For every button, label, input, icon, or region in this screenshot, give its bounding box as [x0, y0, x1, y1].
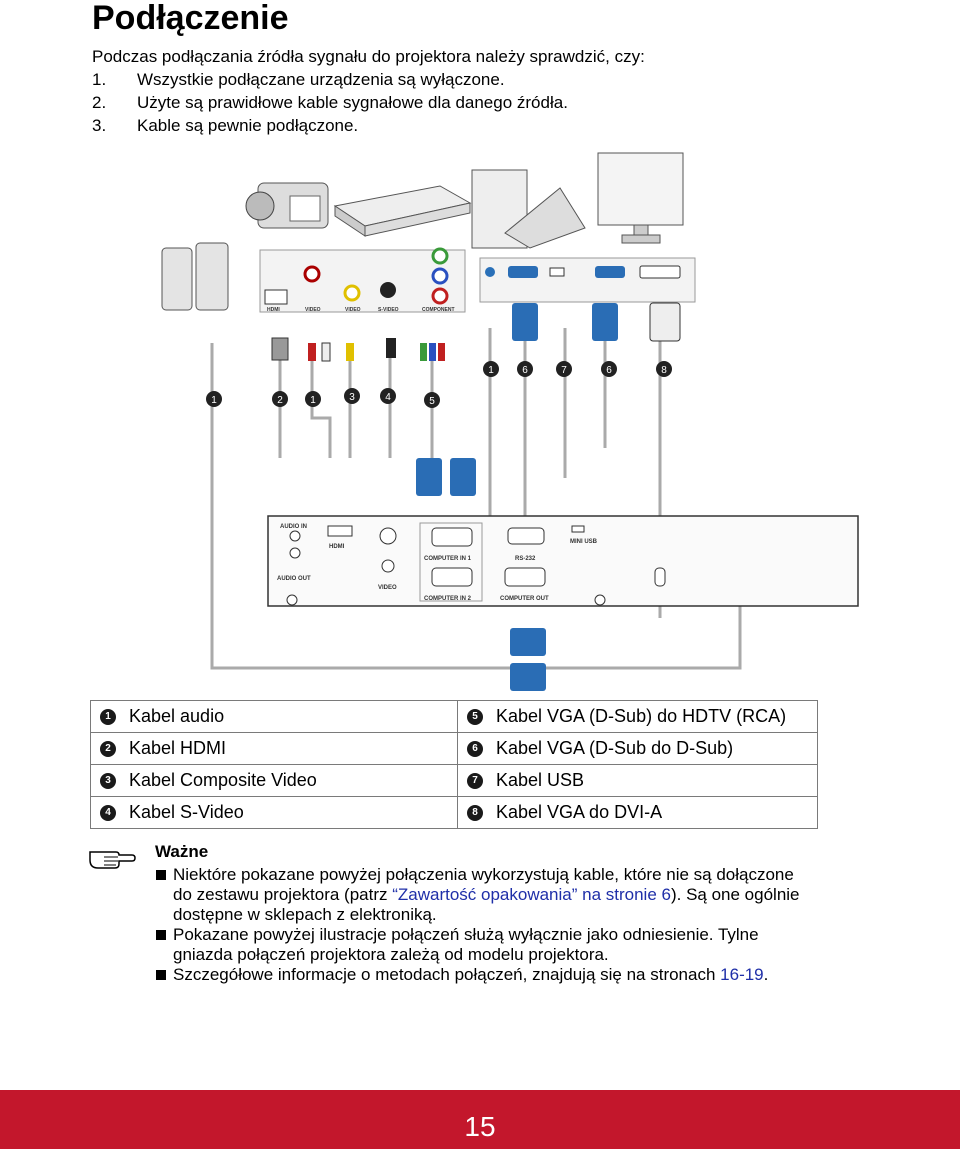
connection-diagram: HDMI VIDEO VIDEO S-VIDEO COMPONENT: [161, 152, 859, 691]
svg-text:7: 7: [561, 365, 567, 376]
svg-text:1: 1: [310, 395, 316, 406]
svg-text:4: 4: [385, 392, 391, 403]
callout-1c: 1: [483, 361, 499, 377]
pointing-hand-icon: [89, 851, 136, 869]
list-item: Niektóre pokazane powyżej połączenia wyk…: [155, 865, 815, 925]
callout-6a: 6: [517, 361, 533, 377]
port-hdmi-label: HDMI: [329, 544, 345, 550]
port-audio-out-label: AUDIO OUT: [277, 576, 311, 582]
desktop-computer-icon: [471, 169, 586, 249]
port-video-label: VIDEO: [378, 585, 397, 591]
svg-text:1: 1: [211, 395, 217, 406]
bullet-square-icon: [156, 970, 166, 980]
port-computer-in-2-label: COMPUTER IN 2: [424, 596, 472, 602]
bullet-square-icon: [156, 930, 166, 940]
source-port-component: COMPONENT: [422, 307, 455, 313]
note-list: Niektóre pokazane powyżej połączenia wyk…: [155, 865, 815, 985]
svg-text:8: 8: [661, 365, 667, 376]
legend-cable-name: Kabel HDMI: [129, 738, 227, 758]
callout-1a: 1: [206, 391, 222, 407]
step-item: 2.Użyte są prawidłowe kable sygnałowe dl…: [92, 93, 568, 112]
legend-cable-name: Kabel VGA do DVI-A: [496, 802, 663, 822]
legend-cable-name: Kabel S-Video: [129, 802, 244, 822]
camcorder-icon: [245, 182, 329, 229]
svg-text:3: 3: [349, 392, 355, 403]
speakers-icon: [161, 242, 229, 311]
port-audio-in-label: AUDIO IN: [280, 524, 307, 530]
callout-markers: 1 2 1 3 4 5 1 6 7 6 8: [206, 361, 672, 408]
svg-text:6: 6: [522, 365, 528, 376]
monitor-icon: [597, 152, 684, 244]
computer-ports-panel: [479, 257, 696, 303]
legend-cable-name: Kabel audio: [129, 706, 225, 726]
dvd-player-icon: [333, 185, 472, 237]
steps-list: 1.Wszystkie podłączane urządzenia są wył…: [92, 68, 645, 137]
source-port-video-1: VIDEO: [305, 307, 321, 313]
step-item: 1.Wszystkie podłączane urządzenia są wył…: [92, 70, 505, 89]
package-contents-link[interactable]: “Zawartość opakowania” na stronie 6: [392, 885, 671, 904]
intro-text: Podczas podłączania źródła sygnału do pr…: [92, 47, 645, 66]
callout-6b: 6: [601, 361, 617, 377]
svg-text:1: 1: [488, 365, 494, 376]
legend-cable-name: Kabel Composite Video: [129, 770, 317, 790]
pages-link[interactable]: 16-19: [720, 965, 764, 984]
projector-rear-panel: AUDIO IN AUDIO OUT HDMI VIDEO COMPUTER I…: [267, 515, 859, 607]
legend-cable-name: Kabel VGA (D-Sub) do HDTV (RCA): [496, 706, 787, 726]
cable-lines: [210, 328, 742, 670]
note-title: Ważne: [155, 842, 209, 861]
port-computer-in-1-label: COMPUTER IN 1: [424, 556, 472, 562]
svg-text:5: 5: [429, 396, 435, 407]
bullet-square-icon: [156, 870, 166, 880]
callout-2: 2: [272, 391, 288, 407]
callout-4: 4: [380, 388, 396, 404]
port-rs232-label: RS-232: [515, 556, 536, 562]
legend-cable-name: Kabel VGA (D-Sub do D-Sub): [496, 738, 734, 758]
callout-3: 3: [344, 388, 360, 404]
page-number: 15: [464, 1111, 496, 1142]
source-ports-panel: HDMI VIDEO VIDEO S-VIDEO COMPONENT: [259, 247, 466, 313]
svg-text:2: 2: [277, 395, 283, 406]
port-mini-usb-label: MINI USB: [570, 539, 598, 545]
source-port-video-2: VIDEO: [345, 307, 361, 313]
callout-8: 8: [656, 361, 672, 377]
step-item: 3.Kable są pewnie podłączone.: [92, 116, 359, 135]
callout-1b: 1: [305, 391, 321, 407]
callout-5: 5: [424, 392, 440, 408]
port-computer-out-label: COMPUTER OUT: [500, 596, 549, 602]
cable-plugs: [271, 302, 681, 691]
callout-7: 7: [556, 361, 572, 377]
intro-section: Podczas podłączania źródła sygnału do pr…: [92, 45, 645, 137]
source-port-hdmi: HDMI: [267, 307, 280, 313]
page-title: Podłączenie: [92, 0, 289, 37]
list-item: Szczegółowe informacje o metodach połącz…: [155, 965, 815, 985]
svg-text:6: 6: [606, 365, 612, 376]
legend-cable-name: Kabel USB: [496, 770, 585, 790]
list-item: Pokazane powyżej ilustracje połączeń słu…: [155, 925, 815, 965]
source-port-svideo: S-VIDEO: [378, 307, 399, 313]
footer-bar: [0, 1090, 960, 1149]
